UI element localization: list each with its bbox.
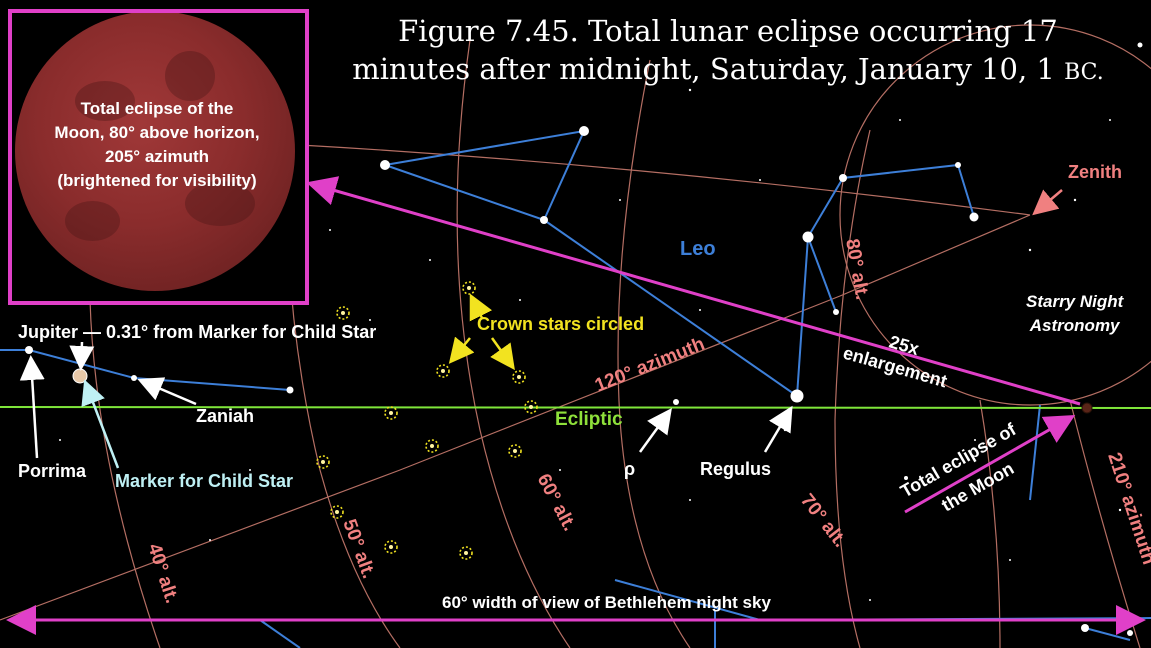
az-120-line <box>0 214 1031 621</box>
crown-arrow-up <box>469 293 493 322</box>
marker-label: Marker for Child Star <box>115 471 294 491</box>
title-line-2: minutes after midnight, Saturday, Januar… <box>352 52 1104 86</box>
width-of-view-label: 60° width of view of Bethlehem night sky <box>442 593 771 612</box>
background-stars <box>59 42 1143 601</box>
marker-arrow <box>81 379 120 469</box>
enlargement-arrow <box>306 176 1081 406</box>
alt-60-line <box>456 39 571 648</box>
software-label: Starry Night Astronomy <box>1026 292 1124 335</box>
crown-arrow-right <box>490 337 515 371</box>
rho-arrow <box>638 407 672 453</box>
crown-stars-label: Crown stars circled <box>477 314 645 334</box>
jupiter-marker <box>72 368 88 384</box>
zenith-label: Zenith <box>1068 162 1122 182</box>
zenith-circle <box>839 24 1151 406</box>
eclipsed-moon-image <box>15 13 295 291</box>
crown-arrow-left <box>448 336 475 364</box>
zaniah-label: Zaniah <box>196 406 255 426</box>
porrima-arrow <box>19 355 45 459</box>
az-120-label: 120° azimuth <box>592 334 708 397</box>
title-line-1: Figure 7.45. Total lunar eclipse occurri… <box>398 14 1058 48</box>
alt-60-label: 60° alt. <box>533 470 580 534</box>
regulus-label: Regulus <box>700 459 772 479</box>
crown-stars <box>316 281 538 560</box>
crown-star-points <box>321 286 533 555</box>
zenith-arrow <box>1032 189 1063 216</box>
alt-50-label: 50° alt. <box>338 517 379 582</box>
eclipse-arrow <box>904 415 1076 514</box>
regulus-star <box>790 389 804 403</box>
ecliptic-line <box>0 406 1151 409</box>
eclipse-moon-dot <box>1081 402 1093 414</box>
zaniah-star <box>131 375 137 381</box>
title-era: BC. <box>1064 60 1104 85</box>
arrows <box>5 176 1146 635</box>
alt-80-line <box>834 129 871 648</box>
jupiter-arrow <box>69 341 95 371</box>
figure-title: Figure 7.45. Total lunar eclipse occurri… <box>318 12 1138 92</box>
grid-horizontal-2 <box>979 399 1001 648</box>
regulus-arrow <box>763 405 793 453</box>
jupiter-label: Jupiter — 0.31° from Marker for Child St… <box>18 322 377 342</box>
alt-40-label: 40° alt. <box>143 541 182 606</box>
porrima-star <box>25 346 33 354</box>
leo-label: Leo <box>680 238 716 260</box>
grid-horizontal-1 <box>299 144 1031 216</box>
rotated-labels: 25x enlargement Total eclipse of the Moo… <box>841 332 1020 516</box>
named-stars <box>25 126 1133 636</box>
zaniah-arrow <box>137 377 197 406</box>
ecliptic-label: Ecliptic <box>555 409 623 430</box>
alt-40-line <box>89 299 161 648</box>
alt-70-label: 70° alt. <box>796 490 850 551</box>
moon-inset: Total eclipse of the Moon, 80° above hor… <box>8 9 309 305</box>
porrima-label: Porrima <box>18 461 87 481</box>
moon-inset-caption: Total eclipse of the Moon, 80° above hor… <box>54 99 260 190</box>
rho-star <box>673 399 679 405</box>
coordinate-grid <box>0 24 1151 648</box>
rho-label: ρ <box>624 459 636 479</box>
